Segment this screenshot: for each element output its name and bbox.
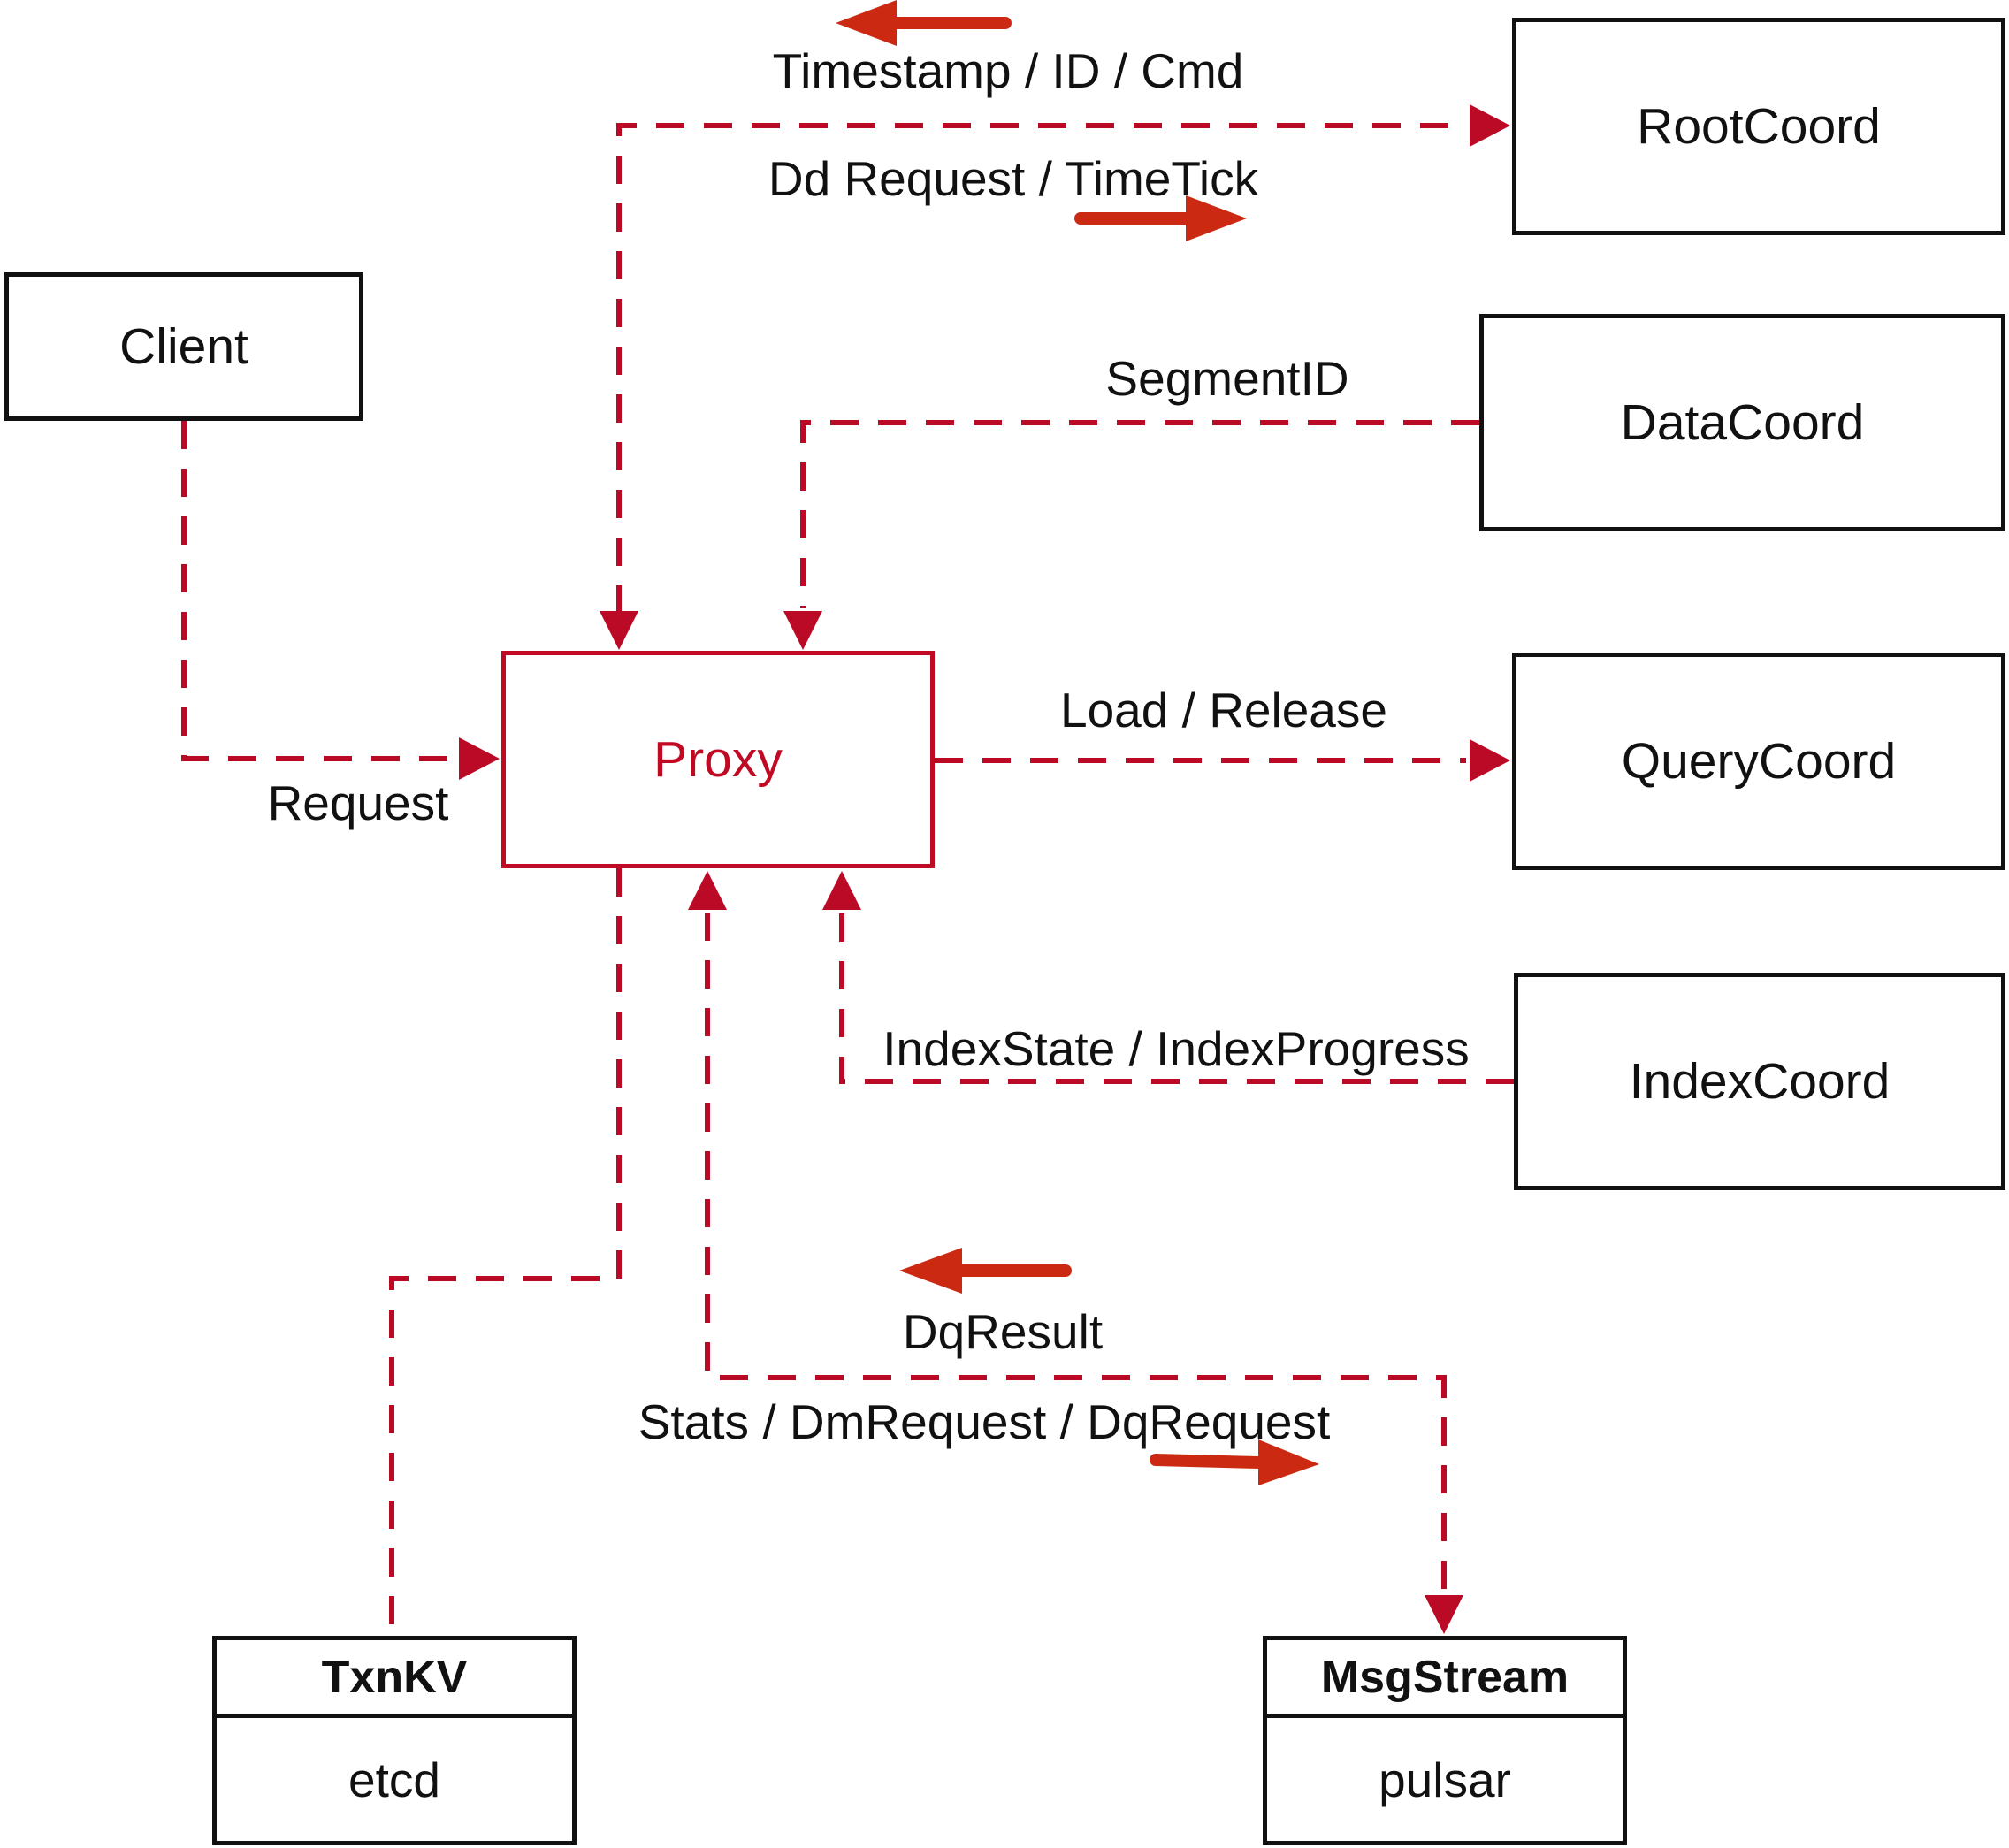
arrowhead-into-proxy-bottom-right <box>822 871 861 910</box>
direction-arrow-timestamp-left <box>836 0 1012 46</box>
node-txnkv-title: TxnKV <box>217 1640 572 1718</box>
edge-label-segment-id: SegmentID <box>1105 351 1349 406</box>
edge-client-to-proxy <box>181 421 457 761</box>
node-datacoord: DataCoord <box>1479 314 2005 531</box>
edge-label-dd-request-timetick: Dd Request / TimeTick <box>768 151 1259 206</box>
edge-label-dq-result: DqResult <box>902 1304 1104 1359</box>
edge-label-stats-dm-dq-request: Stats / DmRequest / DqRequest <box>638 1394 1331 1449</box>
edge-indexcoord-to-proxy <box>839 913 1514 1084</box>
node-client-label: Client <box>119 318 248 375</box>
node-proxy-label: Proxy <box>653 731 783 788</box>
arrowhead-into-proxy-top-right <box>783 611 822 650</box>
node-msgstream: MsgStream pulsar <box>1263 1636 1627 1845</box>
node-client: Client <box>4 272 363 421</box>
node-rootcoord: RootCoord <box>1512 18 2005 235</box>
arrowhead-into-querycoord <box>1470 739 1510 782</box>
direction-arrow-dqresult-left <box>899 1248 1072 1294</box>
node-txnkv-impl: etcd <box>348 1752 440 1807</box>
arrowhead-into-msgstream <box>1425 1595 1463 1634</box>
edge-proxy-to-txnkv <box>389 868 622 1634</box>
node-proxy: Proxy <box>501 651 935 868</box>
edge-label-index-state-progress: IndexState / IndexProgress <box>882 1021 1470 1076</box>
arrowhead-into-proxy-top-left <box>600 611 638 650</box>
node-rootcoord-label: RootCoord <box>1637 98 1881 155</box>
node-datacoord-label: DataCoord <box>1620 394 1865 451</box>
edge-label-timestamp-id-cmd: Timestamp / ID / Cmd <box>772 43 1244 98</box>
node-txnkv: TxnKV etcd <box>212 1636 577 1845</box>
direction-arrow-stats-right <box>1150 1439 1319 1485</box>
edge-label-load-release: Load / Release <box>1060 683 1387 737</box>
arrowhead-into-rootcoord <box>1470 104 1510 147</box>
edge-proxy-msgstream <box>705 913 1447 1592</box>
node-msgstream-title: MsgStream <box>1267 1640 1623 1718</box>
edge-label-request: Request <box>267 775 449 830</box>
node-querycoord: QueryCoord <box>1512 653 2005 870</box>
node-indexcoord-label: IndexCoord <box>1629 1053 1891 1110</box>
edge-datacoord-to-proxy <box>800 420 1479 608</box>
edge-proxy-rootcoord <box>616 123 1466 614</box>
node-querycoord-label: QueryCoord <box>1621 733 1897 790</box>
node-indexcoord: IndexCoord <box>1514 973 2005 1190</box>
arrowhead-into-proxy-bottom-left <box>688 871 727 910</box>
node-msgstream-impl: pulsar <box>1379 1752 1511 1807</box>
direction-arrow-ddrequest-right <box>1074 195 1247 241</box>
arrowhead-into-proxy-left <box>459 737 500 780</box>
